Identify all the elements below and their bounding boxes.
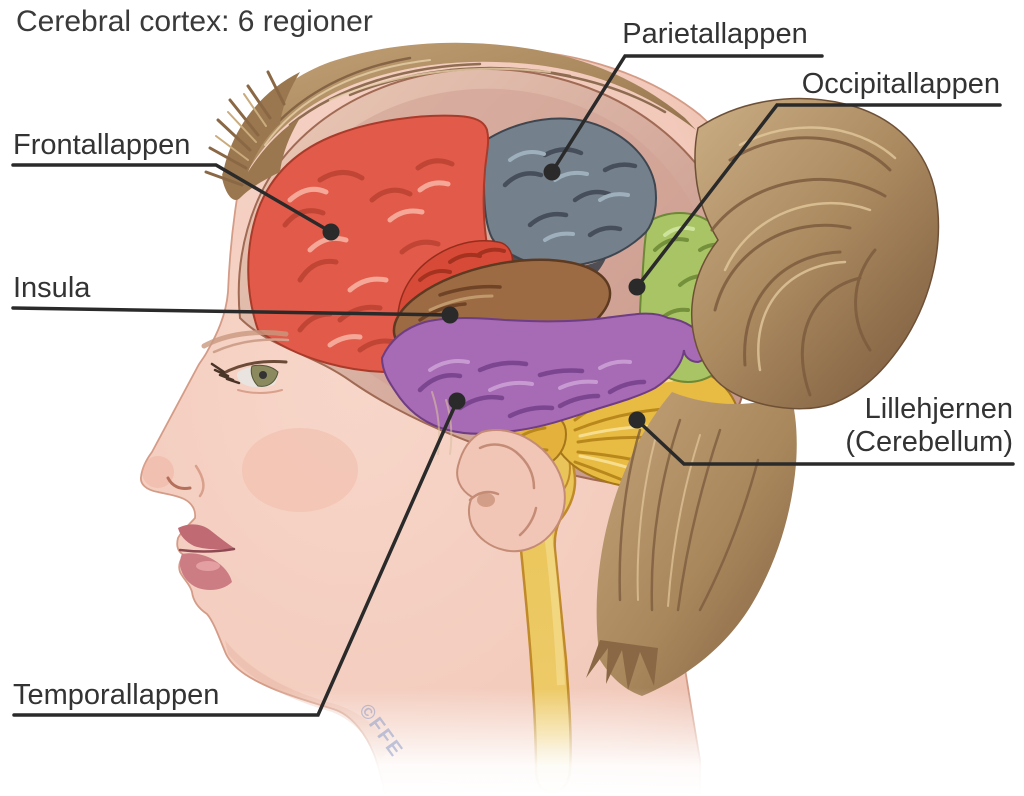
- hair-nape-tips: [586, 640, 658, 690]
- tuft-spikes-light: [215, 93, 267, 161]
- occipital-leader-line: [635, 103, 1002, 289]
- frontal-leader-line: [11, 163, 333, 234]
- hair: [204, 42, 940, 696]
- nostril: [166, 476, 192, 490]
- bottom-fade: [0, 688, 1024, 796]
- parietal-gyri-light: [508, 150, 630, 242]
- eye-pupil: [259, 371, 267, 379]
- insula-leader-dot: [441, 306, 459, 324]
- diagram-title: Cerebral cortex: 6 regioner: [16, 5, 373, 38]
- label-parietallappen: Parietallappen: [622, 18, 808, 50]
- mouth-seam: [178, 547, 236, 553]
- hair-back-mass: [596, 392, 797, 696]
- hair-top-strands: [248, 56, 667, 162]
- temporal-gyri-dark: [417, 360, 647, 419]
- hair-back-strands: [618, 418, 760, 612]
- tuft-spikes: [204, 70, 286, 187]
- label-temporallappen: Temporallappen: [13, 679, 220, 711]
- label-lillehjernen-line2: (Cerebellum): [845, 426, 1013, 458]
- occipital-leader-dot: [628, 278, 646, 296]
- label-insula: Insula: [13, 272, 91, 304]
- cheek-blush: [242, 428, 358, 512]
- ear: [456, 429, 566, 553]
- lower-lip: [180, 553, 232, 590]
- temporal-leader-line: [12, 399, 459, 717]
- label-frontallappen: Frontallappen: [13, 129, 191, 161]
- operculum-sulci: [418, 247, 506, 282]
- sideburn-wisps: [431, 391, 453, 455]
- nose-blush: [142, 456, 174, 488]
- temporal-gyri-light: [428, 359, 632, 392]
- temporal-leader-dot: [448, 392, 466, 410]
- ear-canal: [477, 493, 495, 507]
- ear-outline: [456, 429, 566, 553]
- parietal-gyri-dark: [502, 147, 638, 238]
- ear-helix-line: [468, 443, 538, 537]
- hair-bun: [690, 97, 940, 410]
- insula-leader-line: [11, 306, 452, 317]
- nose-alar-crease: [194, 464, 205, 498]
- eyelid-crease: [212, 338, 290, 354]
- hair-back-light-strands: [636, 434, 701, 607]
- eyelashes: [210, 362, 241, 385]
- hair-top-light-strands: [264, 59, 551, 146]
- parietal-leader-line: [550, 54, 824, 174]
- label-occipitallappen: Occipitallappen: [801, 68, 1000, 100]
- upper-eyelid: [220, 360, 288, 376]
- frontal-leader-dot: [322, 223, 340, 241]
- cerebellum-leader-line: [635, 418, 1015, 466]
- frontal-gyri-dark: [282, 158, 463, 353]
- bun-swirl-light: [723, 126, 897, 372]
- label-lillehjernen-line1: Lillehjernen: [864, 393, 1013, 425]
- label-lillehjernen: Lillehjernen (Cerebellum): [813, 393, 1013, 459]
- parietal-leader-dot: [543, 163, 561, 181]
- leader-lines: [11, 54, 1015, 717]
- lip-highlight: [196, 561, 220, 571]
- lower-eyelid: [237, 389, 283, 394]
- occipital-gyri-dark: [653, 237, 728, 342]
- upper-lip: [178, 524, 234, 550]
- stem-highlight: [543, 524, 565, 686]
- eyebrow: [201, 330, 289, 349]
- cerebellum-leader-dot: [628, 411, 646, 429]
- bun-swirl-dark: [710, 136, 892, 397]
- hair-front-tuft: [222, 72, 300, 200]
- face-features: [166, 330, 453, 590]
